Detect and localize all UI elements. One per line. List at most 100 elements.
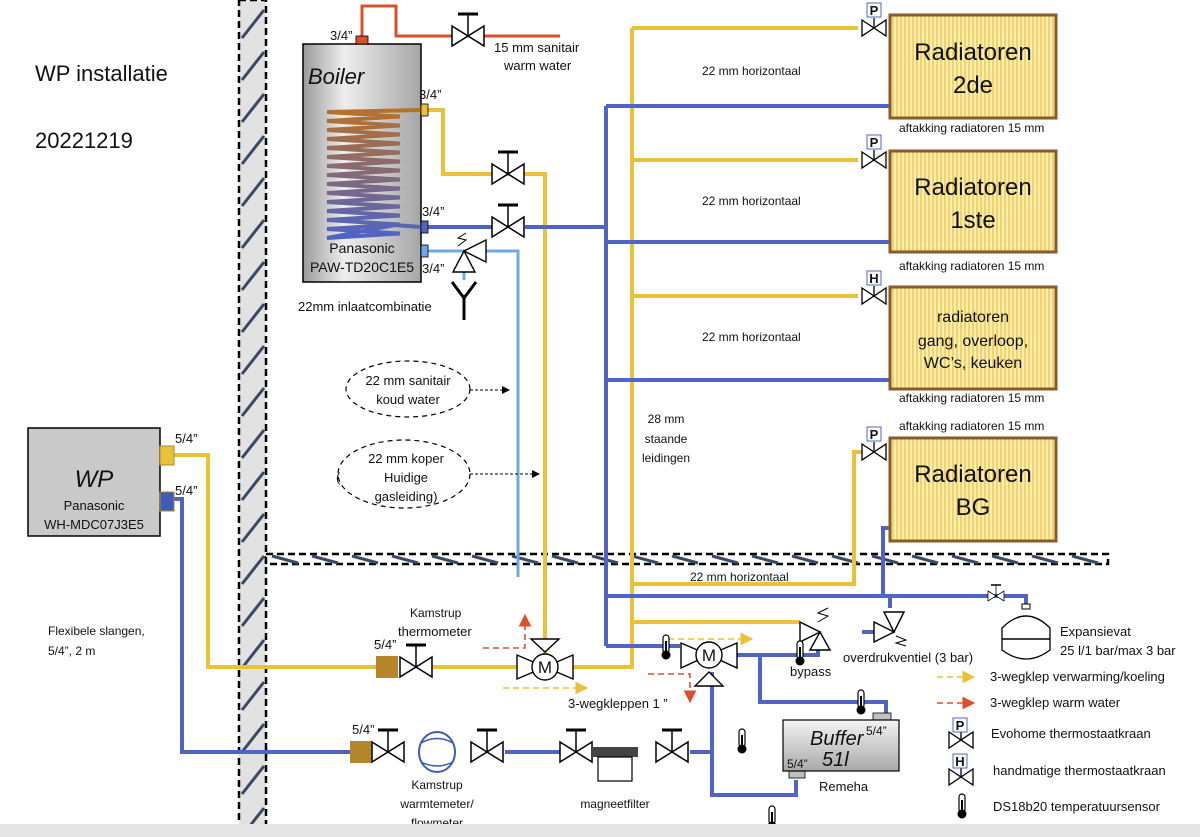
flowmeter-label-2: warmtemeter/	[399, 797, 474, 811]
wall-hatch-line	[240, 303, 266, 333]
page-title: WP installatie	[35, 61, 168, 86]
floor-hatch-line	[471, 554, 499, 565]
connection-label: 5/4”	[175, 483, 197, 498]
floor-hatch-line	[751, 554, 779, 565]
wall-hatch-line	[240, 765, 266, 795]
radiator-branch-label: aftakking radiatoren 15 mm	[899, 121, 1044, 135]
supply-coupling-label: 5/4”	[374, 637, 396, 652]
pipe-label: 22 mm horizontaal	[702, 330, 801, 344]
temperature-sensor-icon	[855, 689, 867, 716]
bypass-label: bypass	[790, 664, 832, 679]
return-valve-1[interactable]	[370, 728, 406, 764]
return-coupling	[350, 741, 372, 763]
buffer-bottom-connection: 5/4”	[787, 757, 808, 771]
valve-type-label: P	[870, 135, 879, 150]
callout-text: 22 mm sanitair	[365, 373, 451, 388]
radiator-gang: radiatoren gang, overloop, WC’s, keuken …	[888, 285, 1058, 405]
callout-text: 22 mm koper	[368, 451, 445, 466]
filter-valve-out[interactable]	[654, 728, 690, 764]
kamstrup-flowmeter	[418, 731, 456, 773]
evohome-valve-bg[interactable]: P	[861, 426, 887, 461]
floor-hatch-line	[1071, 554, 1099, 565]
buffer-volume: 51l	[822, 749, 849, 771]
relief-valve-label: overdrukventiel (3 bar)	[843, 650, 973, 665]
boiler-model: PAW-TD20C1E5	[310, 259, 414, 275]
wall-hatch-line	[240, 597, 266, 627]
evohome-valve-1ste[interactable]: P	[861, 134, 887, 169]
callout-text: koud water	[376, 392, 440, 407]
filter-valve-in[interactable]	[558, 728, 594, 764]
wall-hatch-line	[240, 177, 266, 207]
legend-manual-valve-icon: H	[948, 753, 974, 786]
boiler-top-connection-label: 3/4”	[330, 28, 352, 43]
wall-hatch-line	[240, 9, 266, 39]
hose-label-2: 5/4”, 2 m	[48, 644, 95, 658]
wall-hatch-line	[240, 93, 266, 123]
callout-text: gasleiding)	[375, 489, 438, 504]
floor-slab	[264, 552, 1110, 566]
bottom-bar	[0, 824, 1200, 837]
cold-water-callout: 22 mm sanitair koud water	[345, 360, 510, 418]
pressure-relief-valve[interactable]	[873, 611, 908, 647]
pipe-label: 22 mm horizontaal	[690, 570, 789, 584]
boiler: Boiler Panasonic PAW-TD20C1E5 3/4” 3/4” …	[302, 28, 444, 283]
wall-hatch-line	[240, 513, 266, 543]
riser-label-2: staande	[645, 432, 688, 446]
three-way-valve-cooling[interactable]: M	[680, 641, 738, 687]
evohome-valve-2de[interactable]: P	[861, 2, 887, 37]
legend: 3-wegklep verwarming/koeling 3-wegklep w…	[937, 669, 1166, 820]
floor-hatch-line	[991, 554, 1019, 565]
floor-hatch-line	[271, 554, 299, 565]
supply-pipes	[174, 26, 862, 669]
radiator-subtitle: gang, overloop,	[918, 333, 1028, 350]
heat-pump-return-connector	[159, 491, 175, 512]
radiator-branch-label: aftakking radiatoren 15 mm	[899, 419, 1044, 433]
wall-hatch-line	[240, 555, 266, 585]
floor-hatch-line	[391, 554, 419, 565]
valve-type-label: P	[870, 3, 879, 18]
wall-hatch-line	[240, 51, 266, 81]
wall-hatch-line	[240, 135, 266, 165]
coil-return-valve[interactable]	[490, 203, 526, 239]
boiler-cold-in-connector	[420, 244, 429, 258]
temperature-sensor-icon	[794, 640, 806, 667]
buffer-tank: Buffer 51l 5/4” 5/4”	[782, 712, 900, 779]
wall-hatch-line	[240, 387, 266, 417]
radiator-title: Radiatoren	[914, 461, 1031, 488]
boiler-brand: Panasonic	[329, 240, 394, 256]
buffer-top-connection: 5/4”	[866, 724, 887, 738]
coil-supply-valve[interactable]	[490, 150, 526, 186]
boiler-coil-in-connector	[420, 103, 429, 117]
legend-label: DS18b20 temperatuursensor	[993, 799, 1161, 814]
manual-valve-gang[interactable]: H	[861, 270, 887, 305]
legend-evohome-valve-icon: P	[948, 717, 974, 749]
expansion-vessel	[1001, 603, 1051, 660]
radiator-title: Radiatoren	[914, 39, 1031, 66]
wall-hatch-line	[240, 345, 266, 375]
boiler-coil-out-connector	[420, 220, 429, 234]
expansion-shutoff-valve[interactable]	[987, 584, 1005, 602]
legend-thermometer-icon	[956, 793, 968, 820]
warm-water-valve[interactable]	[450, 12, 486, 48]
supply-shutoff-valve[interactable]	[398, 643, 434, 679]
legend-label: Evohome thermostaatkraan	[991, 726, 1151, 741]
bypass-valve[interactable]	[799, 607, 832, 651]
riser-label-3: leidingen	[642, 451, 690, 465]
boiler-coil-out-label: 3/4”	[422, 204, 444, 219]
boiler-top-connector	[355, 35, 369, 45]
return-valve-2[interactable]	[469, 728, 505, 764]
legend-label: 3-wegklep warm water	[990, 695, 1121, 710]
connection-label: 5/4”	[175, 431, 197, 446]
floor-hatch-line	[671, 554, 699, 565]
three-way-valve-dhw[interactable]: M	[516, 638, 574, 681]
warm-water-label-1: 15 mm sanitair	[494, 40, 580, 55]
boiler-title: Boiler	[308, 64, 366, 89]
floor-hatch-line	[631, 554, 659, 565]
return-coupling-label: 5/4”	[352, 722, 374, 737]
wall-hatch-line	[240, 471, 266, 501]
radiator-title: radiatoren	[937, 309, 1009, 326]
valve-type-label: H	[869, 271, 878, 286]
buffer-brand: Remeha	[819, 779, 869, 794]
boiler-cold-in-label: 3/4”	[422, 261, 444, 276]
